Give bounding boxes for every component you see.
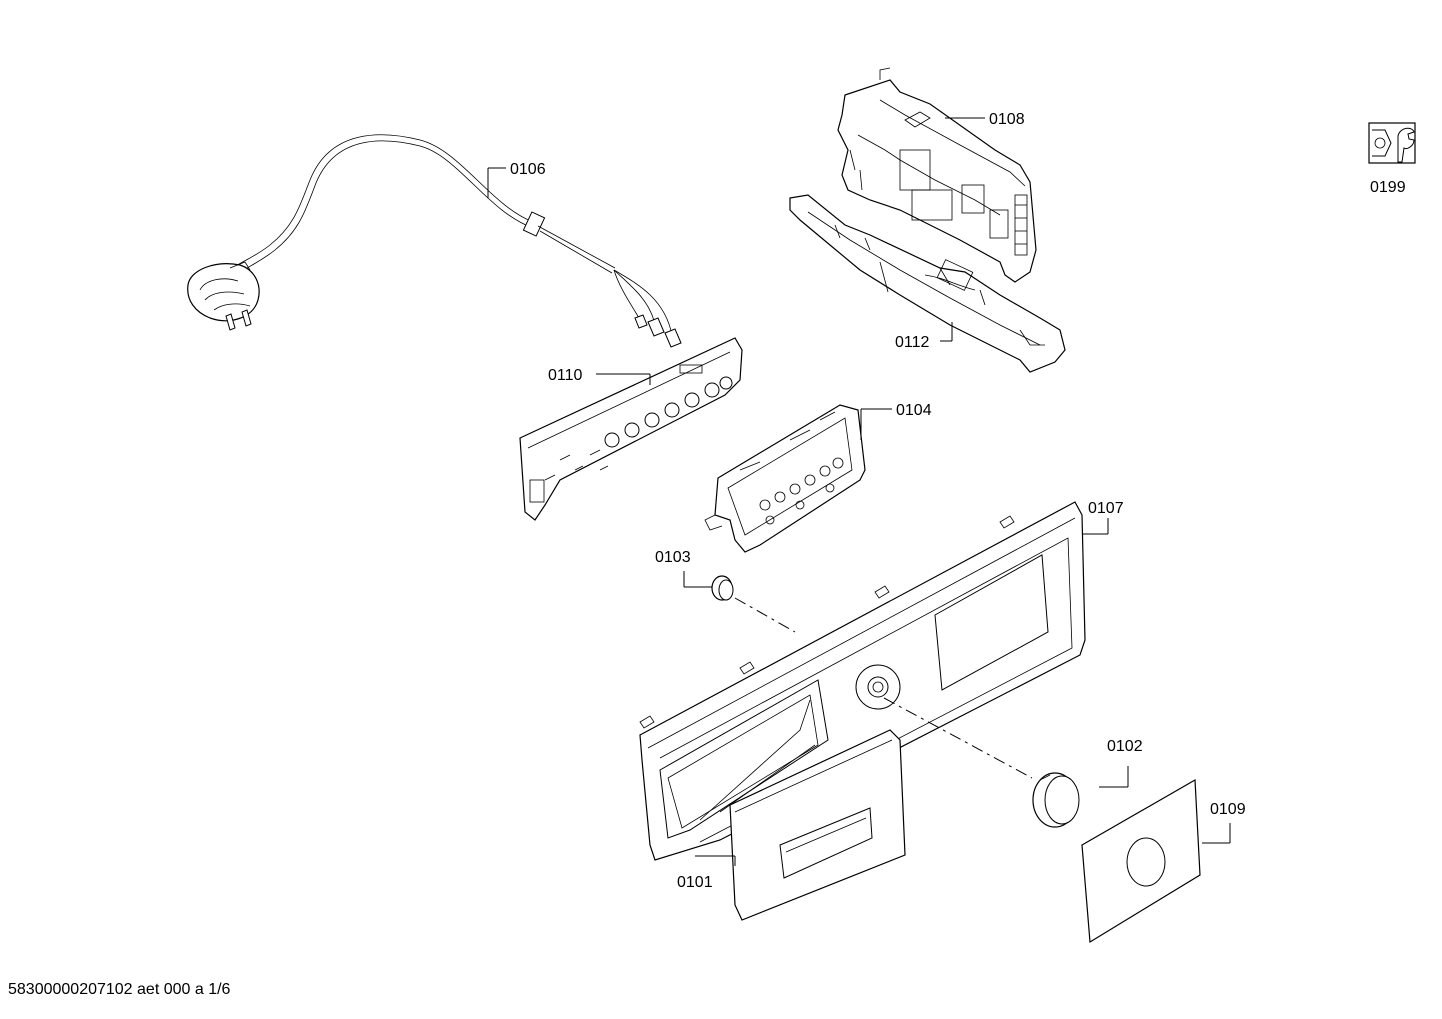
label-0110: 0110 (548, 367, 583, 384)
label-0109: 0109 (1210, 801, 1246, 818)
drawer-handle-part (729, 729, 906, 921)
power-cable-part (187, 134, 682, 348)
label-0102: 0102 (1107, 738, 1143, 755)
carrier-button-holes (759, 457, 844, 525)
button-carrier-part (704, 404, 866, 553)
decor-panel-part (1081, 778, 1201, 944)
label-0106: 0106 (510, 161, 546, 178)
wrench-nut-icon (1368, 122, 1416, 164)
module-holder-part (789, 194, 1066, 373)
document-id: 58300000207102 aet 000 a 1/6 (8, 981, 231, 998)
label-0112: 0112 (895, 334, 930, 351)
control-panel-fascia-part (639, 501, 1086, 861)
label-0108: 0108 (989, 111, 1025, 128)
label-0199: 0199 (1370, 179, 1406, 196)
selector-knob-part (1032, 772, 1080, 828)
label-0103: 0103 (655, 549, 691, 566)
electronic-module-part (837, 67, 1037, 283)
control-pcb-part (519, 337, 743, 521)
label-0101: 0101 (677, 874, 713, 891)
indicator-lens-part (711, 575, 734, 601)
pcb-knobs (604, 376, 733, 448)
label-0107: 0107 (1088, 500, 1124, 517)
label-0104: 0104 (896, 402, 932, 419)
